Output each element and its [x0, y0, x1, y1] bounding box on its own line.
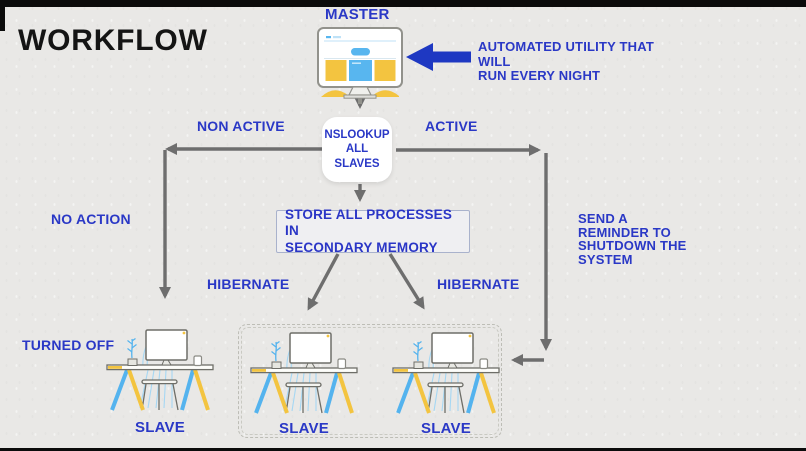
store-line1: STORE ALL PROCESSES IN [285, 207, 453, 239]
slave-desk-illustration [102, 324, 218, 412]
hibernate-group-box-inner [241, 327, 499, 435]
store-line2: SECONDARY MEMORY [285, 239, 438, 255]
automated-utility-note: AUTOMATED UTILITY THAT WILL RUN EVERY NI… [478, 39, 688, 84]
hibernate-left-label: HIBERNATE [207, 276, 290, 292]
nslookup-line2: ALL SLAVES [334, 143, 380, 170]
master-computer-icon [315, 26, 405, 104]
hibernate-group-box [238, 324, 502, 438]
left-edge-bar [0, 0, 5, 31]
send-reminder-label: SEND A REMINDER TO SHUTDOWN THE SYSTEM [578, 211, 687, 267]
left-arrow-icon [406, 43, 471, 71]
no-action-label: NO ACTION [51, 211, 131, 227]
slave-label-3: SLAVE [421, 420, 471, 437]
turned-off-label: TURNED OFF [22, 337, 115, 353]
nslookup-box: NSLOOKUP ALL SLAVES [322, 117, 392, 182]
store-processes-box: STORE ALL PROCESSES IN SECONDARY MEMORY [276, 207, 470, 255]
branch-active-label: ACTIVE [425, 118, 478, 134]
slave-desk-illustration [388, 327, 504, 415]
nslookup-line1: NSLOOKUP [324, 128, 390, 141]
branch-non-active-label: NON ACTIVE [197, 118, 285, 134]
page-title: WORKFLOW [18, 24, 208, 57]
slave-desk-illustration [246, 327, 362, 415]
note-line2: RUN EVERY NIGHT [478, 68, 601, 84]
master-label: MASTER [325, 6, 390, 23]
top-edge-bar [0, 0, 806, 7]
slave-label-2: SLAVE [279, 420, 329, 437]
slave-label-1: SLAVE [135, 419, 185, 436]
hibernate-right-label: HIBERNATE [437, 276, 520, 292]
bottom-edge-bar [0, 448, 806, 451]
note-line1: AUTOMATED UTILITY THAT WILL [478, 39, 655, 69]
